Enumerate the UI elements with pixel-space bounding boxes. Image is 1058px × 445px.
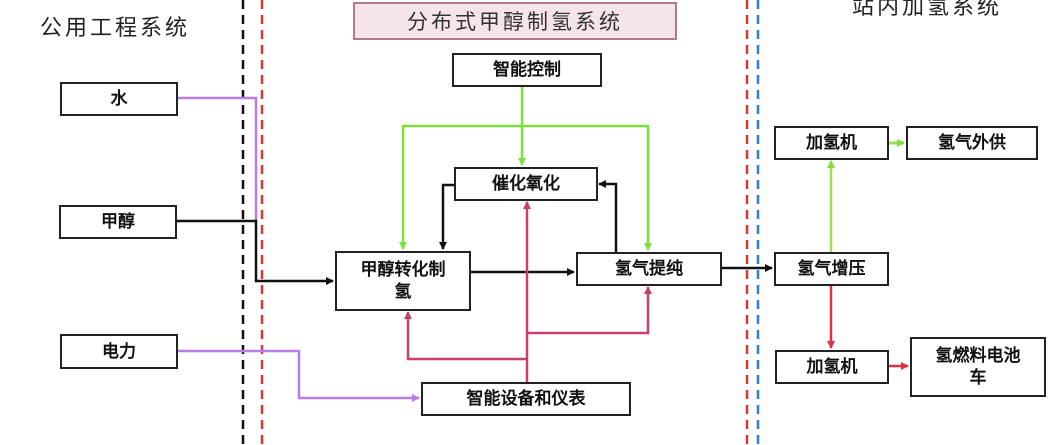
node-methanol-reforming: 甲醇转化制氢 [335, 251, 471, 311]
control-to-purification-arrow [522, 124, 652, 251]
node-h2-external-supply: 氢气外供 [906, 126, 1038, 160]
node-power: 电力 [60, 334, 178, 369]
node-dispenser-top: 加氢机 [774, 126, 889, 160]
node-methanol: 甲醇 [59, 205, 177, 239]
utility-section-heading: 公用工程系统 [40, 16, 191, 41]
water-line [177, 96, 258, 221]
control-to-reforming-arrow [399, 124, 522, 250]
methanol-feed-arrow [176, 219, 334, 285]
purification-to-oxidation-arrow [598, 180, 618, 252]
node-water: 水 [60, 82, 178, 116]
node-h2-purification: 氢气提纯 [576, 252, 722, 286]
node-h2-compression: 氢气增压 [774, 252, 889, 286]
equipment-to-purification-arrow [527, 286, 652, 335]
oxidation-to-reforming-arrow [439, 183, 454, 250]
station-section-heading: 站内加氢系统 [852, 0, 1003, 20]
node-catalytic-oxidation: 催化氧化 [454, 167, 598, 201]
power-arrow [177, 349, 420, 402]
production-section-heading: 分布式甲醇制氢系统 [353, 2, 677, 40]
node-smart-equipment: 智能设备和仪表 [421, 382, 631, 416]
equipment-to-reforming-arrow [404, 311, 527, 361]
node-dispenser-bottom: 加氢机 [775, 350, 889, 384]
node-fuel-cell-vehicle: 氢燃料电池车 [910, 337, 1046, 397]
node-smart-control: 智能控制 [452, 53, 602, 87]
